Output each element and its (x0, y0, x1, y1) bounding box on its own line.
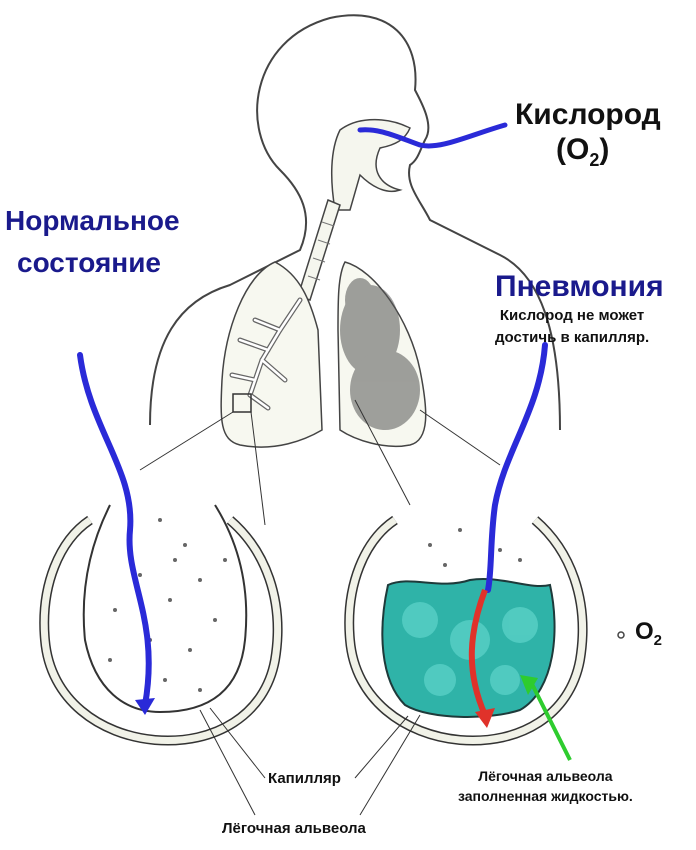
oxygen-formula-close: ) (599, 133, 609, 166)
alveolus-fluid (349, 520, 582, 741)
capillary-label: Капилляр (268, 770, 341, 787)
normal-state-line1: Нормальное (5, 200, 180, 242)
pneumonia-airflow-arrow (488, 345, 545, 590)
alveolus-normal (44, 505, 277, 741)
oxygen-formula-open: (O (556, 133, 589, 166)
oxygen-formula-label: (O2) (556, 133, 609, 171)
normal-state-line2: состояние (5, 242, 180, 284)
normal-airflow-arrow (80, 355, 149, 705)
pneumonia-desc-line1: Кислород не может (495, 305, 649, 327)
pneumonia-desc-line2: достичь в капилляр. (495, 327, 649, 349)
normal-state-title: Нормальное состояние (5, 200, 180, 284)
o2-legend-sub: 2 (654, 632, 662, 649)
pneumonia-description: Кислород не может достичь в капилляр. (495, 305, 649, 349)
pneumonia-title: Пневмония (495, 270, 664, 304)
alveolus-label: Лёгочная альвеола (222, 820, 366, 837)
o2-legend-text: O (635, 618, 654, 645)
fluid-alveolus-line2: заполненная жидкостью. (458, 786, 633, 806)
nasal-cavity (332, 120, 410, 210)
fluid-alveolus-label: Лёгочная альвеола заполненная жидкостью. (458, 766, 633, 806)
trachea (298, 200, 340, 300)
fluid-alveolus-line1: Лёгочная альвеола (458, 766, 633, 786)
o2-legend-label: O2 (635, 618, 662, 649)
oxygen-formula-sub: 2 (589, 150, 599, 170)
o2-molecule-icon (618, 632, 624, 638)
oxygen-label: Кислород (515, 98, 661, 132)
